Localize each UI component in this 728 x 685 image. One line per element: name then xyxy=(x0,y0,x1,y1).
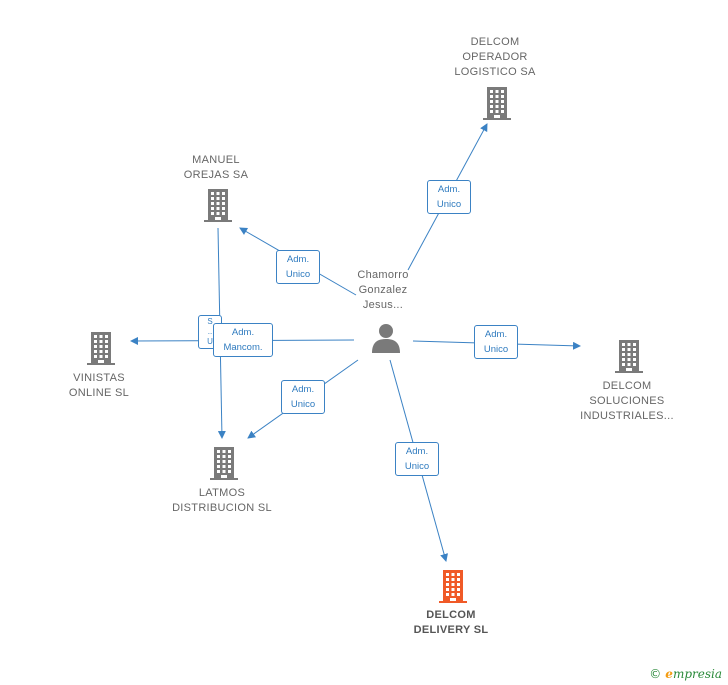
empresia-watermark: ©empresia xyxy=(649,667,722,681)
building-icon xyxy=(483,87,511,120)
relation-label-manuel[interactable]: Adm. Unico xyxy=(276,250,320,284)
relation-label-operador[interactable]: Adm. Unico xyxy=(427,180,471,214)
relation-label-latmos[interactable]: Adm. Unico xyxy=(281,380,325,414)
building-shape xyxy=(615,340,643,373)
relation-label-vinistas[interactable]: Adm. Mancom. xyxy=(213,323,273,357)
building-shape xyxy=(439,570,467,603)
company-name: DELCOM SOLUCIONES INDUSTRIALES... xyxy=(580,380,674,422)
relation-label-delivery[interactable]: Adm. Unico xyxy=(395,442,439,476)
person-name: Chamorro Gonzalez Jesus... xyxy=(357,269,409,311)
person-icon xyxy=(372,324,400,353)
building-shape xyxy=(483,87,511,120)
building-shape xyxy=(210,447,238,480)
building-icon xyxy=(204,189,232,222)
building-icon xyxy=(439,570,467,603)
company-name: DELCOM OPERADOR LOGISTICO SA xyxy=(454,36,536,78)
building-shape xyxy=(204,189,232,222)
building-icon xyxy=(210,447,238,480)
building-icon xyxy=(87,332,115,365)
company-name: DELCOM DELIVERY SL xyxy=(413,609,489,636)
company-name: LATMOS DISTRIBUCION SL xyxy=(172,487,272,514)
company-name: VINISTAS ONLINE SL xyxy=(68,372,130,399)
building-shape xyxy=(87,332,115,365)
building-icon xyxy=(615,340,643,373)
watermark-logo-e: e xyxy=(665,667,673,681)
relation-label-soluciones[interactable]: Adm. Unico xyxy=(474,325,518,359)
copyright-symbol: © xyxy=(649,667,662,681)
company-name: MANUEL OREJAS SA xyxy=(183,154,249,181)
watermark-logo-text: mpresia xyxy=(672,667,722,681)
